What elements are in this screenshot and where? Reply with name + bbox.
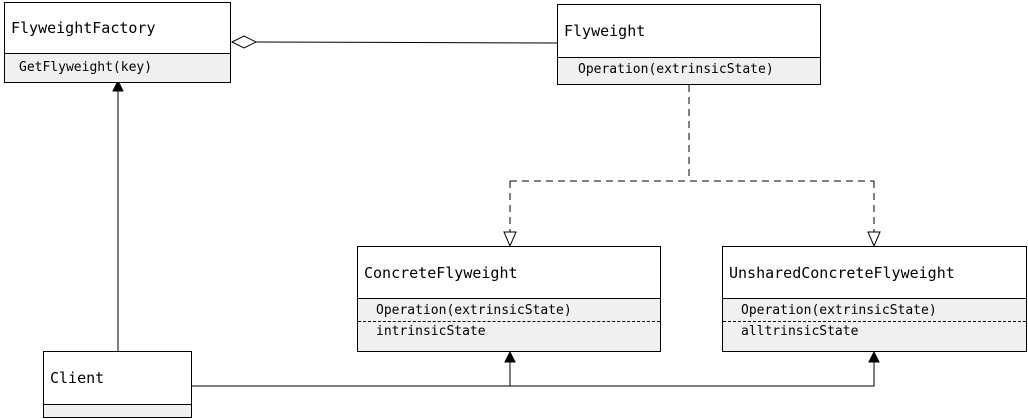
filled-arrow-icon: [868, 350, 880, 363]
class-concrete-flyweight[interactable]: ConcreteFlyweight Operation(extrinsicSta…: [357, 246, 661, 352]
class-flyweight-factory[interactable]: FlyweightFactory GetFlyweight(key): [4, 2, 231, 83]
class-name: FlyweightFactory: [5, 3, 230, 53]
association-line-concrete: [191, 362, 511, 387]
members-compartment: Operation(extrinsicState) alltrinsicStat…: [723, 298, 1026, 351]
class-name: Flyweight: [558, 5, 820, 57]
filled-arrow-icon: [504, 350, 516, 363]
aggregation-diamond-icon: [230, 35, 258, 49]
realization-lines: [509, 85, 875, 232]
class-name: UnsharedConcreteFlyweight: [723, 247, 1026, 298]
members-compartment: Operation(extrinsicState) intrinsicState: [358, 298, 660, 351]
aggregation-line: [255, 41, 558, 44]
hollow-arrow-icon: [867, 231, 881, 248]
compartment-separator: [358, 321, 660, 322]
operation: Operation(extrinsicState): [578, 62, 774, 77]
attribute: alltrinsicState: [741, 324, 859, 339]
operation: Operation(extrinsicState): [376, 303, 572, 318]
class-name: Client: [44, 352, 191, 404]
operation: Operation(extrinsicState): [741, 303, 937, 318]
attribute: intrinsicState: [376, 324, 486, 339]
operation: GetFlyweight(key): [19, 60, 153, 75]
filled-arrow-icon: [112, 79, 124, 92]
compartment-separator: [723, 321, 1026, 322]
empty-compartment: [44, 404, 191, 417]
class-name: ConcreteFlyweight: [358, 247, 660, 298]
class-client[interactable]: Client: [43, 351, 192, 418]
operations-compartment: Operation(extrinsicState): [558, 57, 820, 84]
class-flyweight[interactable]: Flyweight Operation(extrinsicState): [557, 4, 821, 85]
operations-compartment: GetFlyweight(key): [5, 53, 230, 82]
hollow-arrow-icon: [503, 231, 517, 248]
class-unshared-concrete-flyweight[interactable]: UnsharedConcreteFlyweight Operation(extr…: [722, 246, 1027, 352]
association-line-unshared: [510, 362, 875, 387]
